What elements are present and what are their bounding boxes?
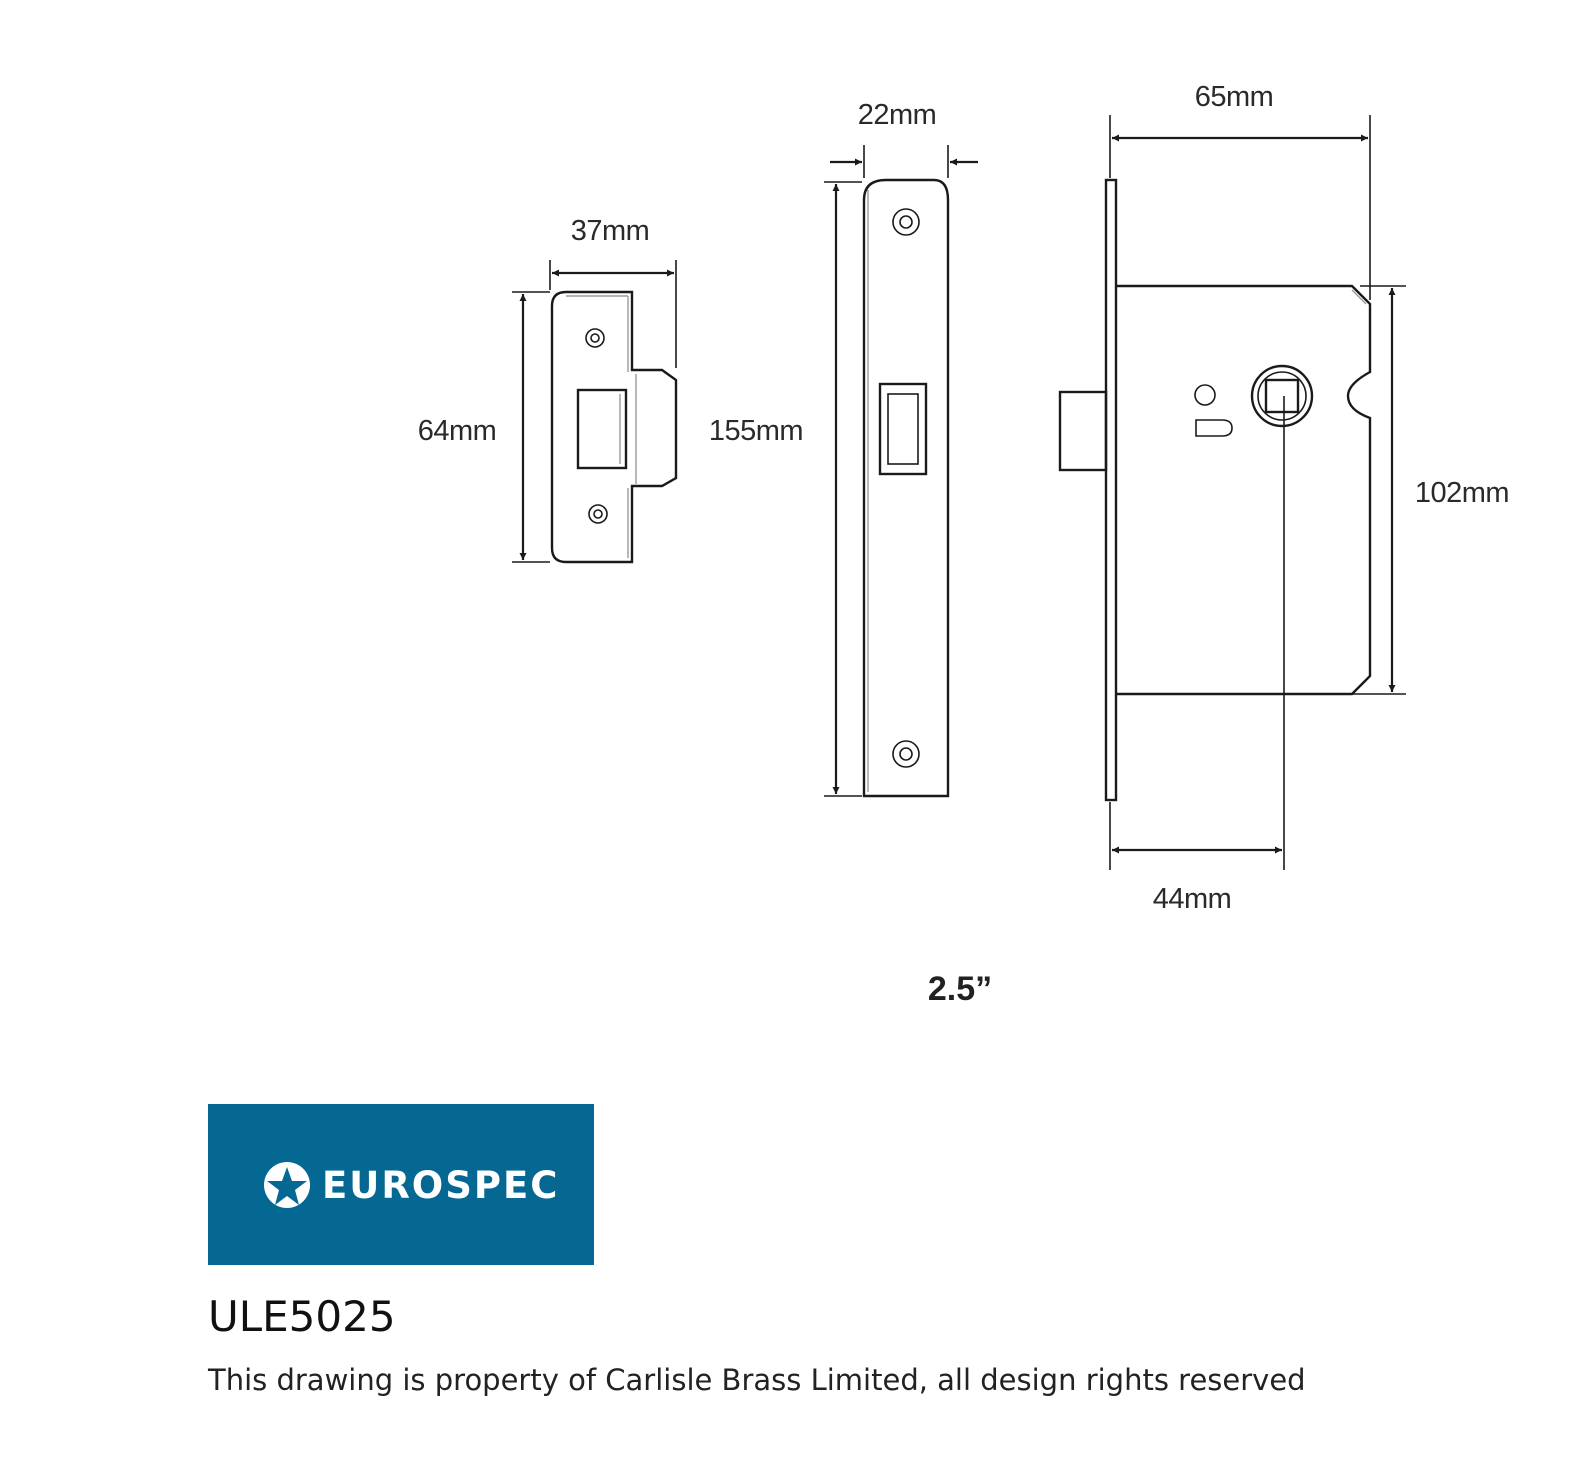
lock-case-depth-dimension: 65mm xyxy=(1109,81,1371,300)
lock-depth-label: 65mm xyxy=(1195,81,1274,113)
lock-height-label: 102mm xyxy=(1415,477,1509,509)
strike-plate-width-dimension: 37mm xyxy=(549,215,677,368)
forend-width-dimension: 22mm xyxy=(830,99,978,178)
copyright-notice: This drawing is property of Carlisle Bra… xyxy=(208,1363,1306,1397)
forend-height-label: 155mm xyxy=(709,415,803,447)
strike-plate-height-dimension: 64mm xyxy=(418,291,550,563)
lock-case-height-dimension: 102mm xyxy=(1350,285,1510,695)
forend-plate xyxy=(862,178,950,798)
forend-height-dimension: 155mm xyxy=(709,181,862,797)
strike-width-label: 37mm xyxy=(571,215,650,247)
lock-case xyxy=(1058,178,1372,870)
lock-size-label: 2.5” xyxy=(928,970,992,1008)
strike-plate xyxy=(550,290,678,564)
brand-logo: EUROSPEC xyxy=(208,1104,594,1265)
star-logo-icon xyxy=(264,1162,310,1208)
backset-dimension: 44mm xyxy=(1109,802,1282,915)
strike-height-label: 64mm xyxy=(418,415,497,447)
brand-name: EUROSPEC xyxy=(322,1164,560,1207)
forend-width-label: 22mm xyxy=(858,99,937,131)
product-code: ULE5025 xyxy=(208,1292,396,1341)
technical-drawing: 37mm 64mm 22mm 155mm xyxy=(418,81,1510,1008)
backset-label: 44mm xyxy=(1153,883,1232,915)
